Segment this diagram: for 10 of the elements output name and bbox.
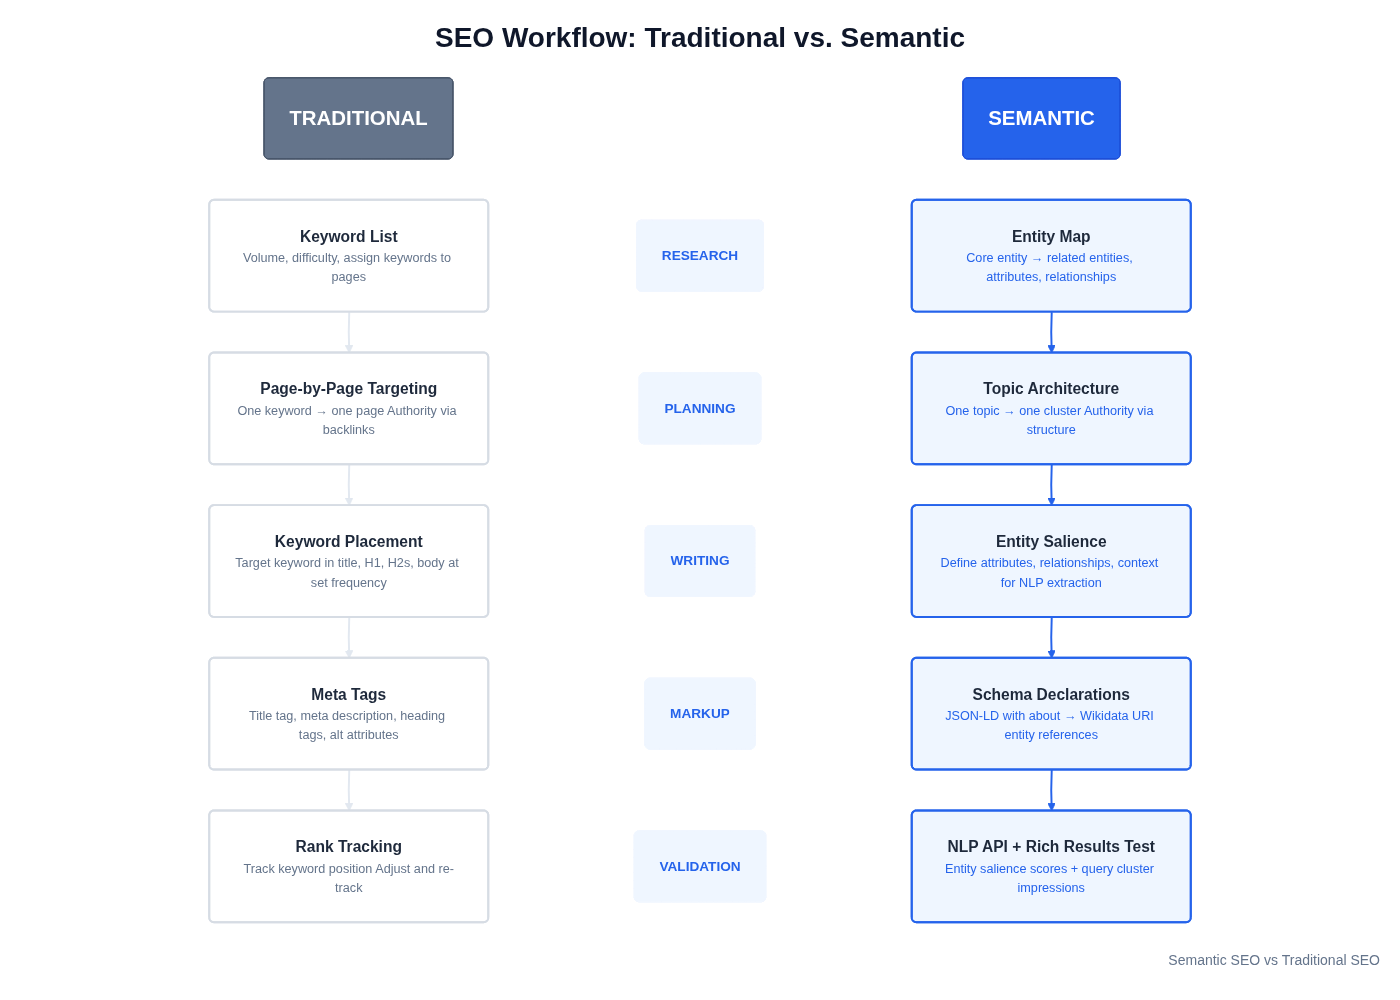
arrow [1047,311,1056,354]
arrow [344,463,354,506]
caption: Semantic SEO vs Traditional SEO [1168,952,1380,968]
arrow [344,311,354,354]
arrow [1047,616,1056,659]
arrow [344,769,354,812]
arrow [1047,463,1056,506]
arrow [344,616,354,659]
diagram-title: SEO Workflow: Traditional vs. Semantic [435,22,965,54]
arrow [1047,769,1056,812]
